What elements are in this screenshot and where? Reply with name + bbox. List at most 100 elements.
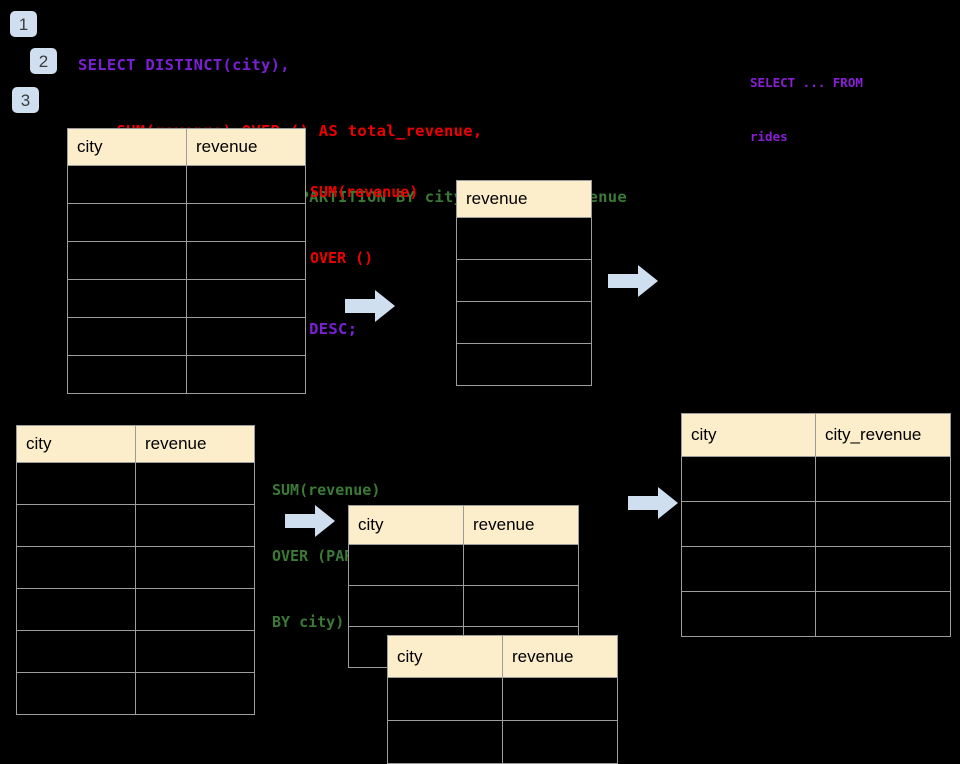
arrow-rides-to-partition — [285, 505, 335, 537]
table-row[interactable] — [681, 546, 951, 592]
column-header-revenue[interactable]: revenue — [463, 505, 579, 545]
column-header-revenue[interactable]: revenue — [456, 180, 592, 218]
table-row[interactable] — [681, 501, 951, 547]
table-row[interactable] — [456, 343, 592, 386]
table-cell — [815, 546, 951, 592]
table-row[interactable] — [681, 591, 951, 637]
table-cell — [681, 591, 816, 637]
table-cell — [815, 456, 951, 502]
table-row[interactable] — [67, 165, 306, 204]
table-cell — [456, 301, 592, 344]
table-cell — [67, 317, 187, 356]
side-note-line-2: rides — [750, 129, 788, 144]
table-row[interactable] — [67, 203, 306, 242]
table-cell — [456, 217, 592, 260]
step-badge-3[interactable]: 3 — [12, 87, 39, 113]
table-cell — [16, 462, 136, 505]
column-header-revenue[interactable]: revenue — [135, 425, 255, 463]
table-row[interactable] — [456, 259, 592, 302]
table-cell — [67, 355, 187, 394]
column-header-city-revenue[interactable]: city_revenue — [815, 413, 951, 457]
table-cell — [387, 720, 503, 764]
table-cell — [135, 630, 255, 673]
table-cell — [67, 241, 187, 280]
table-cell — [502, 720, 618, 764]
table-row[interactable] — [67, 241, 306, 280]
table-partition-front: city revenue — [387, 635, 618, 764]
table-row[interactable] — [456, 301, 592, 344]
table-cell — [456, 259, 592, 302]
callout-total-revenue: SUM(revenue) OVER () — [310, 137, 418, 313]
column-header-city[interactable]: city — [681, 413, 816, 457]
table-cell — [502, 677, 618, 721]
table-cell — [681, 501, 816, 547]
table-rides-top: city revenue — [67, 128, 306, 394]
arrow-total-revenue-to-result — [608, 265, 658, 297]
table-cell — [348, 585, 464, 627]
sql-line-select: SELECT DISTINCT(city), — [78, 56, 290, 74]
table-rides-bottom: city revenue — [16, 425, 255, 715]
step-badge-1[interactable]: 1 — [10, 11, 37, 37]
column-header-city[interactable]: city — [348, 505, 464, 545]
table-cell — [16, 546, 136, 589]
table-cell — [186, 279, 306, 318]
table-rides-bottom-header-row: city revenue — [16, 425, 255, 463]
step-badge-2-label: 2 — [38, 51, 49, 71]
table-row[interactable] — [16, 462, 255, 505]
column-header-city[interactable]: city — [387, 635, 503, 678]
column-header-city[interactable]: city — [16, 425, 136, 463]
side-note-line-1: SELECT ... FROM — [750, 75, 863, 90]
side-note-select-from-rides: SELECT ... FROM rides — [750, 38, 863, 182]
table-partition-back-header-row: city revenue — [348, 505, 579, 545]
table-row[interactable] — [681, 456, 951, 502]
table-final-result-header-row: city city_revenue — [681, 413, 951, 457]
table-partition-front-header-row: city revenue — [387, 635, 618, 678]
diagram-canvas: 1 2 3 SELECT DISTINCT(city), SUM(revenue… — [10, 11, 951, 764]
table-row[interactable] — [16, 630, 255, 673]
table-cell — [186, 355, 306, 394]
table-row[interactable] — [16, 672, 255, 715]
table-row[interactable] — [387, 720, 618, 764]
callout-city-revenue-line-3: BY city) — [272, 613, 345, 631]
table-cell — [348, 544, 464, 586]
table-row[interactable] — [67, 279, 306, 318]
table-cell — [16, 588, 136, 631]
column-header-revenue[interactable]: revenue — [186, 128, 306, 166]
step-badge-2[interactable]: 2 — [30, 48, 57, 74]
table-row[interactable] — [67, 355, 306, 394]
callout-total-revenue-line-1: SUM(revenue) — [310, 183, 419, 201]
step-badge-1-label: 1 — [18, 14, 29, 34]
table-cell — [186, 203, 306, 242]
table-total-revenue: revenue — [456, 180, 592, 386]
step-badge-3-label: 3 — [20, 90, 31, 110]
column-header-revenue[interactable]: revenue — [502, 635, 618, 678]
table-total-revenue-header-row: revenue — [456, 180, 592, 218]
table-row[interactable] — [16, 588, 255, 631]
table-row[interactable] — [456, 217, 592, 260]
table-rides-top-header-row: city revenue — [67, 128, 306, 166]
table-row[interactable] — [348, 585, 579, 627]
table-cell — [16, 672, 136, 715]
table-cell — [815, 591, 951, 637]
table-cell — [186, 241, 306, 280]
table-cell — [463, 544, 579, 586]
column-header-city[interactable]: city — [67, 128, 187, 166]
table-cell — [135, 588, 255, 631]
table-row[interactable] — [67, 317, 306, 356]
table-cell — [456, 343, 592, 386]
table-cell — [135, 504, 255, 547]
table-row[interactable] — [16, 504, 255, 547]
table-cell — [186, 317, 306, 356]
table-cell — [135, 546, 255, 589]
callout-city-revenue-line-1: SUM(revenue) — [272, 481, 381, 499]
table-row[interactable] — [387, 677, 618, 721]
table-cell — [135, 462, 255, 505]
arrow-rides-to-total-revenue — [345, 290, 395, 322]
callout-total-revenue-line-2: OVER () — [310, 249, 374, 267]
table-cell — [67, 203, 187, 242]
table-cell — [681, 456, 816, 502]
table-cell — [463, 585, 579, 627]
table-row[interactable] — [348, 544, 579, 586]
table-row[interactable] — [16, 546, 255, 589]
table-cell — [815, 501, 951, 547]
